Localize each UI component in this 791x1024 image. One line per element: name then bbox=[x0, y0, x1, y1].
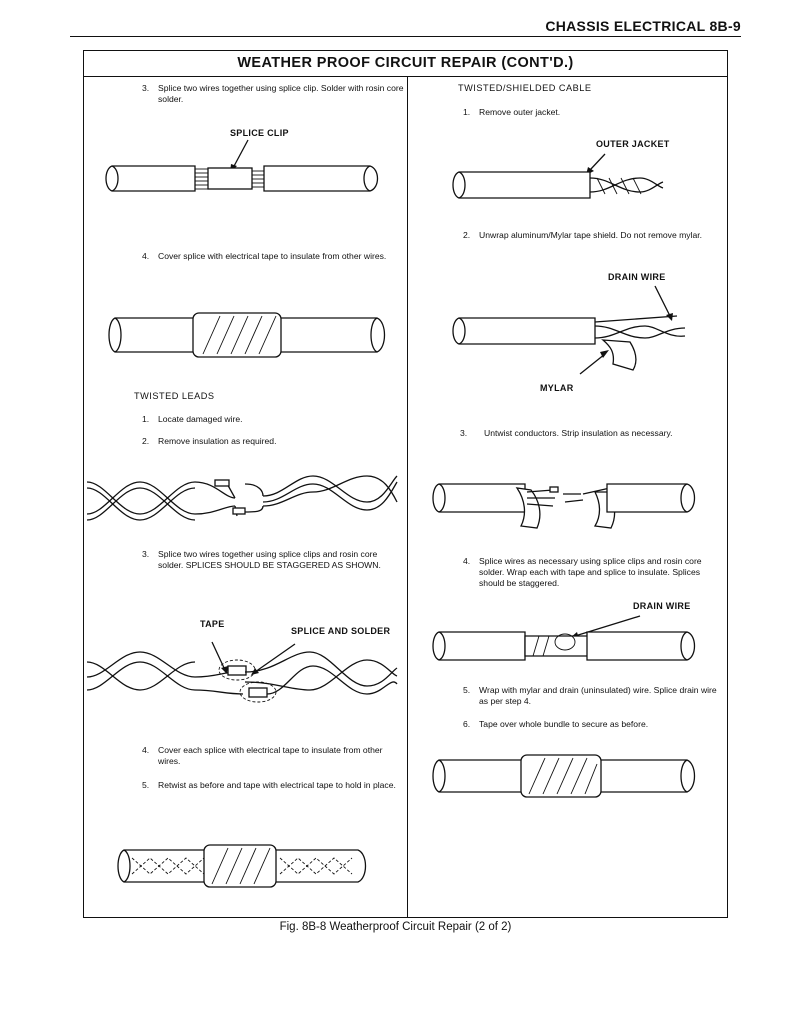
drain-wire-mylar-diagram bbox=[452, 285, 686, 375]
label-drain-wire: DRAIN WIRE bbox=[608, 272, 666, 282]
spliced-wrapped-diagram bbox=[432, 615, 696, 661]
section-twisted-shielded: TWISTED/SHIELDED CABLE bbox=[458, 83, 592, 93]
section-twisted-leads: TWISTED LEADS bbox=[134, 391, 215, 401]
right-step-3: 3. Untwist conductors. Strip insulation … bbox=[460, 428, 673, 438]
left-tl-4: 4. Cover each splice with electrical tap… bbox=[142, 745, 383, 766]
label-splice-clip: SPLICE CLIP bbox=[230, 128, 289, 138]
label-tape: TAPE bbox=[200, 619, 225, 629]
splice-clip-diagram bbox=[105, 139, 379, 192]
right-step-2: 2. Unwrap aluminum/Mylar tape shield. Do… bbox=[463, 230, 703, 240]
header-rule bbox=[70, 36, 741, 37]
right-step-5: 5. Wrap with mylar and drain (uninsulate… bbox=[463, 685, 717, 706]
column-divider bbox=[407, 76, 408, 918]
panel-frame bbox=[83, 50, 728, 918]
left-tl-5: 5. Retwist as before and tape with elect… bbox=[142, 780, 396, 790]
left-step-3: 3. Splice two wires together using splic… bbox=[142, 83, 404, 104]
label-outer-jacket: OUTER JACKET bbox=[596, 139, 670, 149]
retwisted-bundle-diagram bbox=[117, 844, 367, 888]
outer-jacket-diagram bbox=[452, 153, 664, 199]
taped-splice-diagram bbox=[108, 312, 386, 358]
title-rule bbox=[83, 76, 728, 77]
left-step-4: 4. Cover splice with electrical tape to … bbox=[142, 251, 387, 261]
left-tl-2: 2. Remove insulation as required. bbox=[142, 436, 277, 446]
page-header: CHASSIS ELECTRICAL 8B-9 bbox=[545, 18, 741, 34]
final-taped-bundle-diagram bbox=[432, 754, 696, 798]
staggered-splice-diagram bbox=[86, 641, 398, 703]
right-step-4: 4. Splice wires as necessary using splic… bbox=[463, 556, 702, 588]
twisted-leads-stripped-diagram bbox=[86, 475, 398, 521]
right-step-6: 6. Tape over whole bundle to secure as b… bbox=[463, 719, 649, 729]
panel-title: WEATHER PROOF CIRCUIT REPAIR (CONT'D.) bbox=[237, 55, 574, 71]
figure-caption: Fig. 8B-8 Weatherproof Circuit Repair (2… bbox=[279, 921, 512, 933]
label-splice-and-solder: SPLICE AND SOLDER bbox=[291, 626, 391, 636]
label-mylar: MYLAR bbox=[540, 383, 574, 393]
label-drain-wire-2: DRAIN WIRE bbox=[633, 601, 691, 611]
left-tl-1: 1. Locate damaged wire. bbox=[142, 414, 243, 424]
untwisted-conductors-diagram bbox=[432, 483, 696, 529]
left-tl-3: 3. Splice two wires together using splic… bbox=[142, 549, 381, 570]
right-step-1: 1. Remove outer jacket. bbox=[463, 107, 561, 117]
